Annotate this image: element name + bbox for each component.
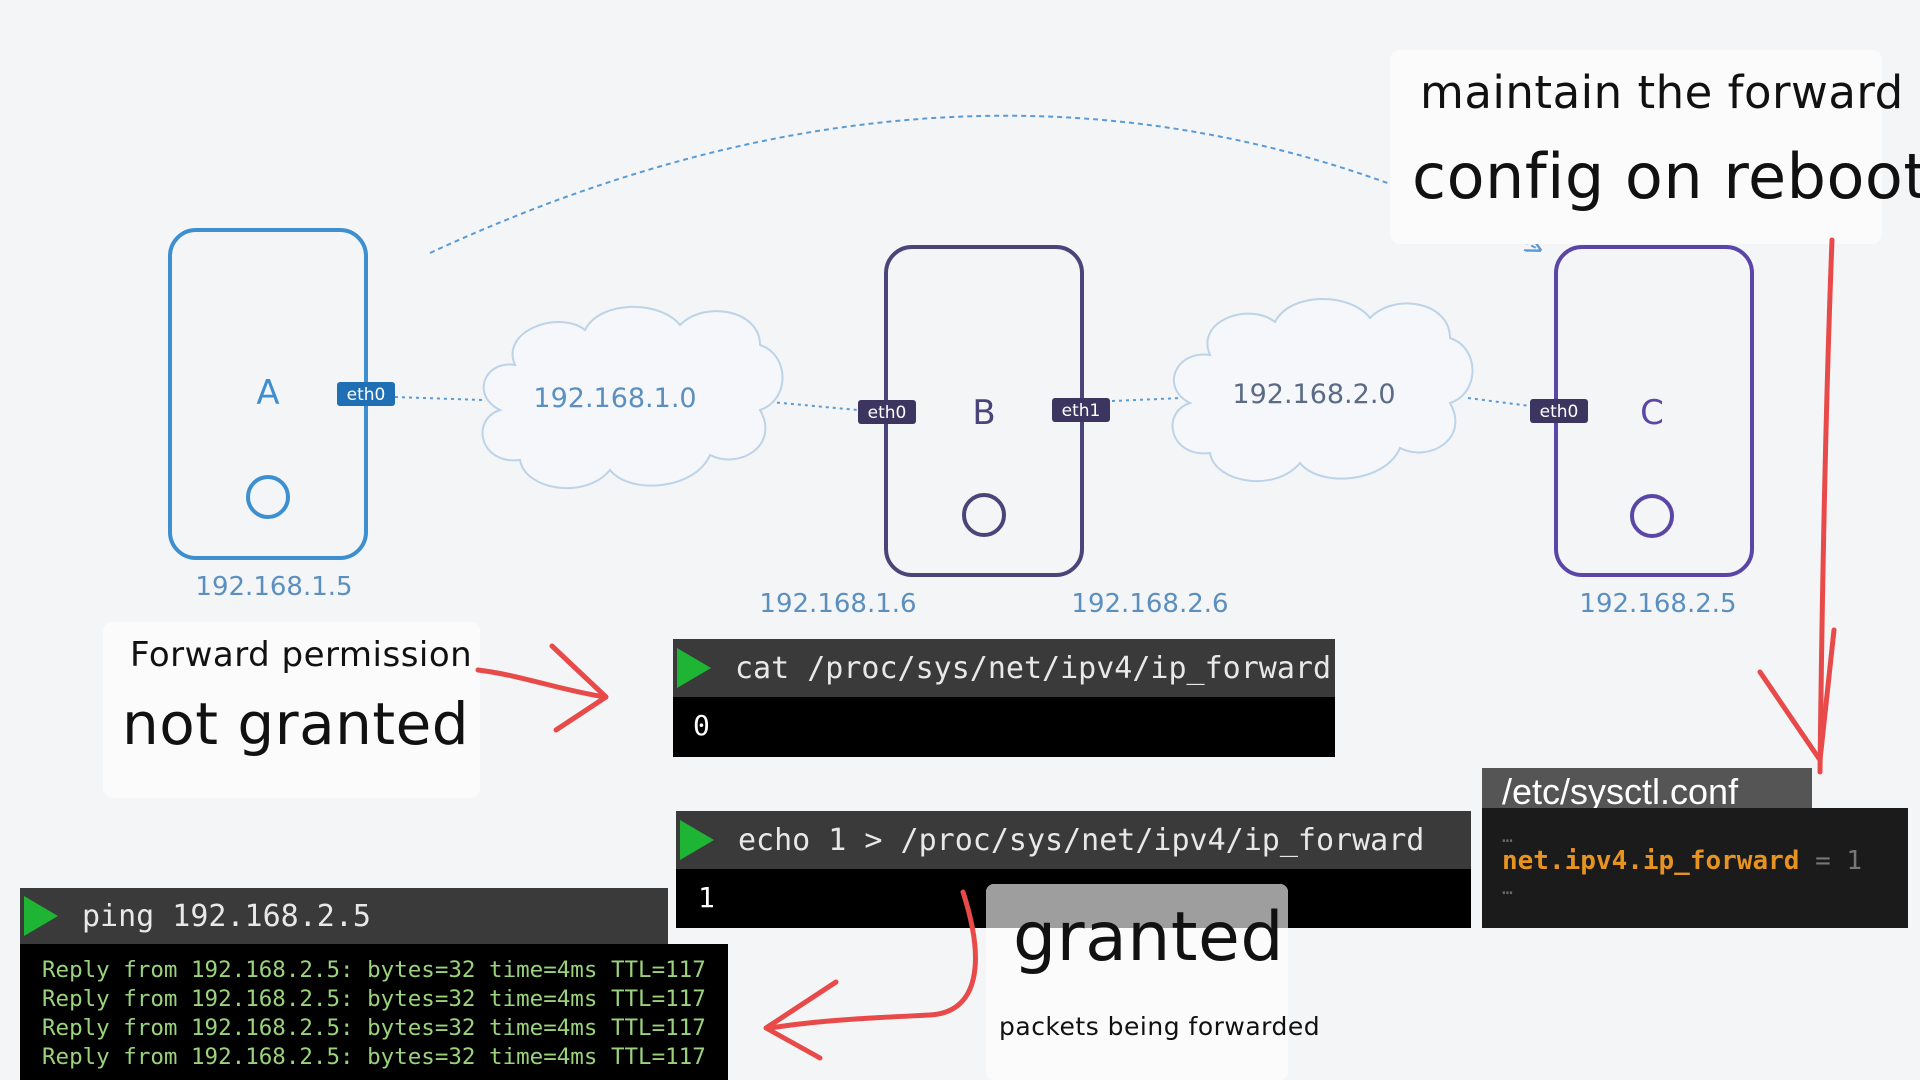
reboot-note-card (1390, 50, 1882, 244)
sysctl-eq: = (1815, 846, 1831, 876)
echo-command: echo 1 > /proc/sys/net/ipv4/ip_forward (738, 822, 1425, 858)
link-net1-b (769, 401, 859, 411)
cat-output-panel: 0 (673, 697, 1335, 757)
host-b-ip-left: 192.168.1.6 (759, 589, 916, 619)
host-a-ip: 192.168.1.5 (195, 572, 352, 602)
cat-command: cat /proc/sys/net/ipv4/ip_forward (735, 650, 1332, 686)
host-c-label: C (1640, 393, 1664, 433)
sysctl-value: 1 (1846, 846, 1863, 876)
echo-output: 1 (698, 881, 715, 914)
sysctl-dots-bottom: … (1502, 878, 1513, 899)
network-2-label: 192.168.2.0 (1232, 379, 1395, 410)
host-a-circle-icon (246, 475, 290, 519)
ping-reply-line: Reply from 192.168.2.5: bytes=32 time=4m… (42, 1044, 706, 1070)
host-b-circle-icon (962, 493, 1006, 537)
host-a-eth0-badge (337, 382, 395, 406)
play-icon (677, 648, 711, 688)
cat-output: 0 (693, 709, 710, 742)
cat-command-bar: cat /proc/sys/net/ipv4/ip_forward (673, 639, 1335, 697)
host-b-eth0-badge (858, 400, 916, 424)
host-b-label: B (972, 393, 995, 433)
granted-note-title: granted (1013, 898, 1285, 977)
red-arrow-to-sysctl (1817, 237, 1835, 775)
play-icon (680, 820, 714, 860)
sysctl-key: net.ipv4.ip_forward (1502, 846, 1800, 876)
host-b-eth0-label: eth0 (868, 403, 907, 423)
network-cloud-2 (1171, 298, 1474, 483)
network-1-label: 192.168.1.0 (533, 383, 696, 414)
red-arrow-to-cat (475, 667, 608, 700)
ping-reply-line: Reply from 192.168.2.5: bytes=32 time=4m… (42, 1015, 706, 1041)
ping-reply-line: Reply from 192.168.2.5: bytes=32 time=4m… (42, 986, 706, 1012)
host-c-ip: 192.168.2.5 (1579, 589, 1736, 619)
reboot-note-line2: config on reboot (1412, 140, 1920, 213)
network-cloud-1 (481, 305, 784, 490)
granted-note-header (986, 884, 1288, 928)
permission-note-card (103, 622, 480, 798)
red-arrow-to-sysctl-head (1757, 627, 1837, 763)
link-b-net2 (1111, 397, 1183, 402)
ping-command-bar: ping 192.168.2.5 (20, 888, 668, 944)
reboot-note-line1: maintain the forward (1420, 66, 1904, 119)
host-c-eth0-label: eth0 (1540, 402, 1579, 422)
host-a-label: A (256, 373, 279, 413)
granted-note-card (986, 884, 1288, 1080)
ping-output-panel: Reply from 192.168.2.5: bytes=32 time=4m… (20, 944, 728, 1080)
link-a-net1 (394, 396, 483, 401)
host-b-ip-right: 192.168.2.6 (1071, 589, 1228, 619)
play-icon (24, 896, 58, 936)
sysctl-dots-top: … (1502, 826, 1513, 847)
permission-note-line1: Forward permission (130, 635, 473, 675)
forward-path-curve (429, 114, 1540, 254)
granted-note-subtitle: packets being forwarded (999, 1012, 1321, 1041)
ping-command: ping 192.168.2.5 (82, 898, 371, 934)
permission-note-line2: not granted (122, 690, 470, 758)
host-b-eth1-badge (1052, 398, 1110, 422)
ping-reply-line: Reply from 192.168.2.5: bytes=32 time=4m… (42, 957, 706, 983)
sysctl-config-line: net.ipv4.ip_forward = 1 (1502, 846, 1908, 876)
red-arrow-to-ping-head (763, 979, 839, 1061)
host-c-eth0-badge (1530, 399, 1588, 423)
echo-command-bar: echo 1 > /proc/sys/net/ipv4/ip_forward (676, 811, 1471, 869)
red-arrow-to-cat-head (549, 643, 609, 733)
host-c-circle-icon (1630, 494, 1674, 538)
red-arrow-to-ping (767, 889, 978, 1031)
host-a-eth0-label: eth0 (347, 385, 386, 405)
host-b-eth1-label: eth1 (1062, 401, 1101, 421)
sysctl-file-content: … net.ipv4.ip_forward = 1 … (1482, 808, 1908, 928)
